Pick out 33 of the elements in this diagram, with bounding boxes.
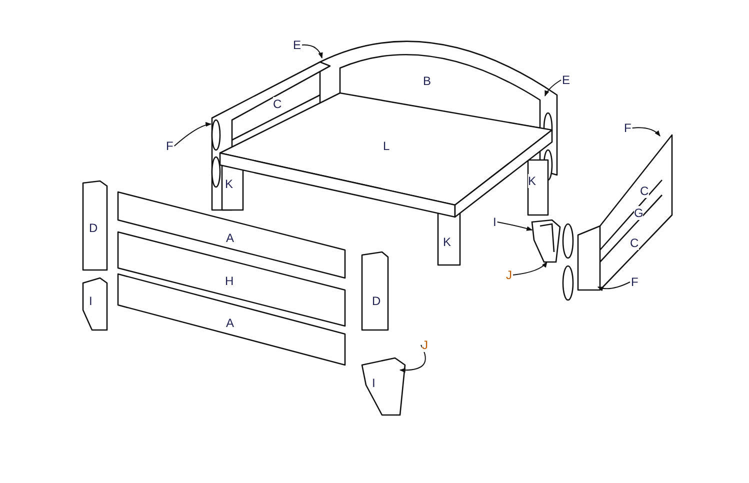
callout-letter: J xyxy=(422,338,428,352)
leg-block-drawing xyxy=(531,219,561,263)
part-letter: D xyxy=(372,294,381,308)
callout-letter: I xyxy=(493,215,496,229)
part-letter: K xyxy=(528,174,536,188)
callout-letter: F xyxy=(166,139,174,153)
leader-line xyxy=(174,122,212,146)
callout-letter: F xyxy=(624,121,632,135)
part-letter: H xyxy=(225,274,234,288)
callout-letter: J xyxy=(506,268,512,282)
part-letter: A xyxy=(226,231,234,245)
leader-line xyxy=(496,222,533,231)
leader-line xyxy=(632,127,660,136)
callout-letter: E xyxy=(293,38,302,52)
leader-line xyxy=(399,344,426,373)
leader-line xyxy=(302,44,323,59)
part-letter: G xyxy=(634,206,644,220)
part-letter: B xyxy=(423,74,432,88)
part-letter: K xyxy=(225,177,234,191)
leader-line xyxy=(544,80,562,97)
part-letter: C xyxy=(640,184,649,198)
part-letter: C xyxy=(273,97,282,111)
callout-letter: E xyxy=(562,73,570,87)
part-letter: I xyxy=(89,294,92,308)
part-letter: C xyxy=(630,236,639,250)
leader-line xyxy=(512,262,548,276)
leader-line xyxy=(597,282,630,292)
part-letter: D xyxy=(89,221,98,235)
part-letter: A xyxy=(226,316,234,330)
part-letter: K xyxy=(443,235,452,249)
callout-letter: F xyxy=(631,275,638,289)
part-letter: I xyxy=(372,376,376,390)
part-letter: L xyxy=(383,139,390,153)
